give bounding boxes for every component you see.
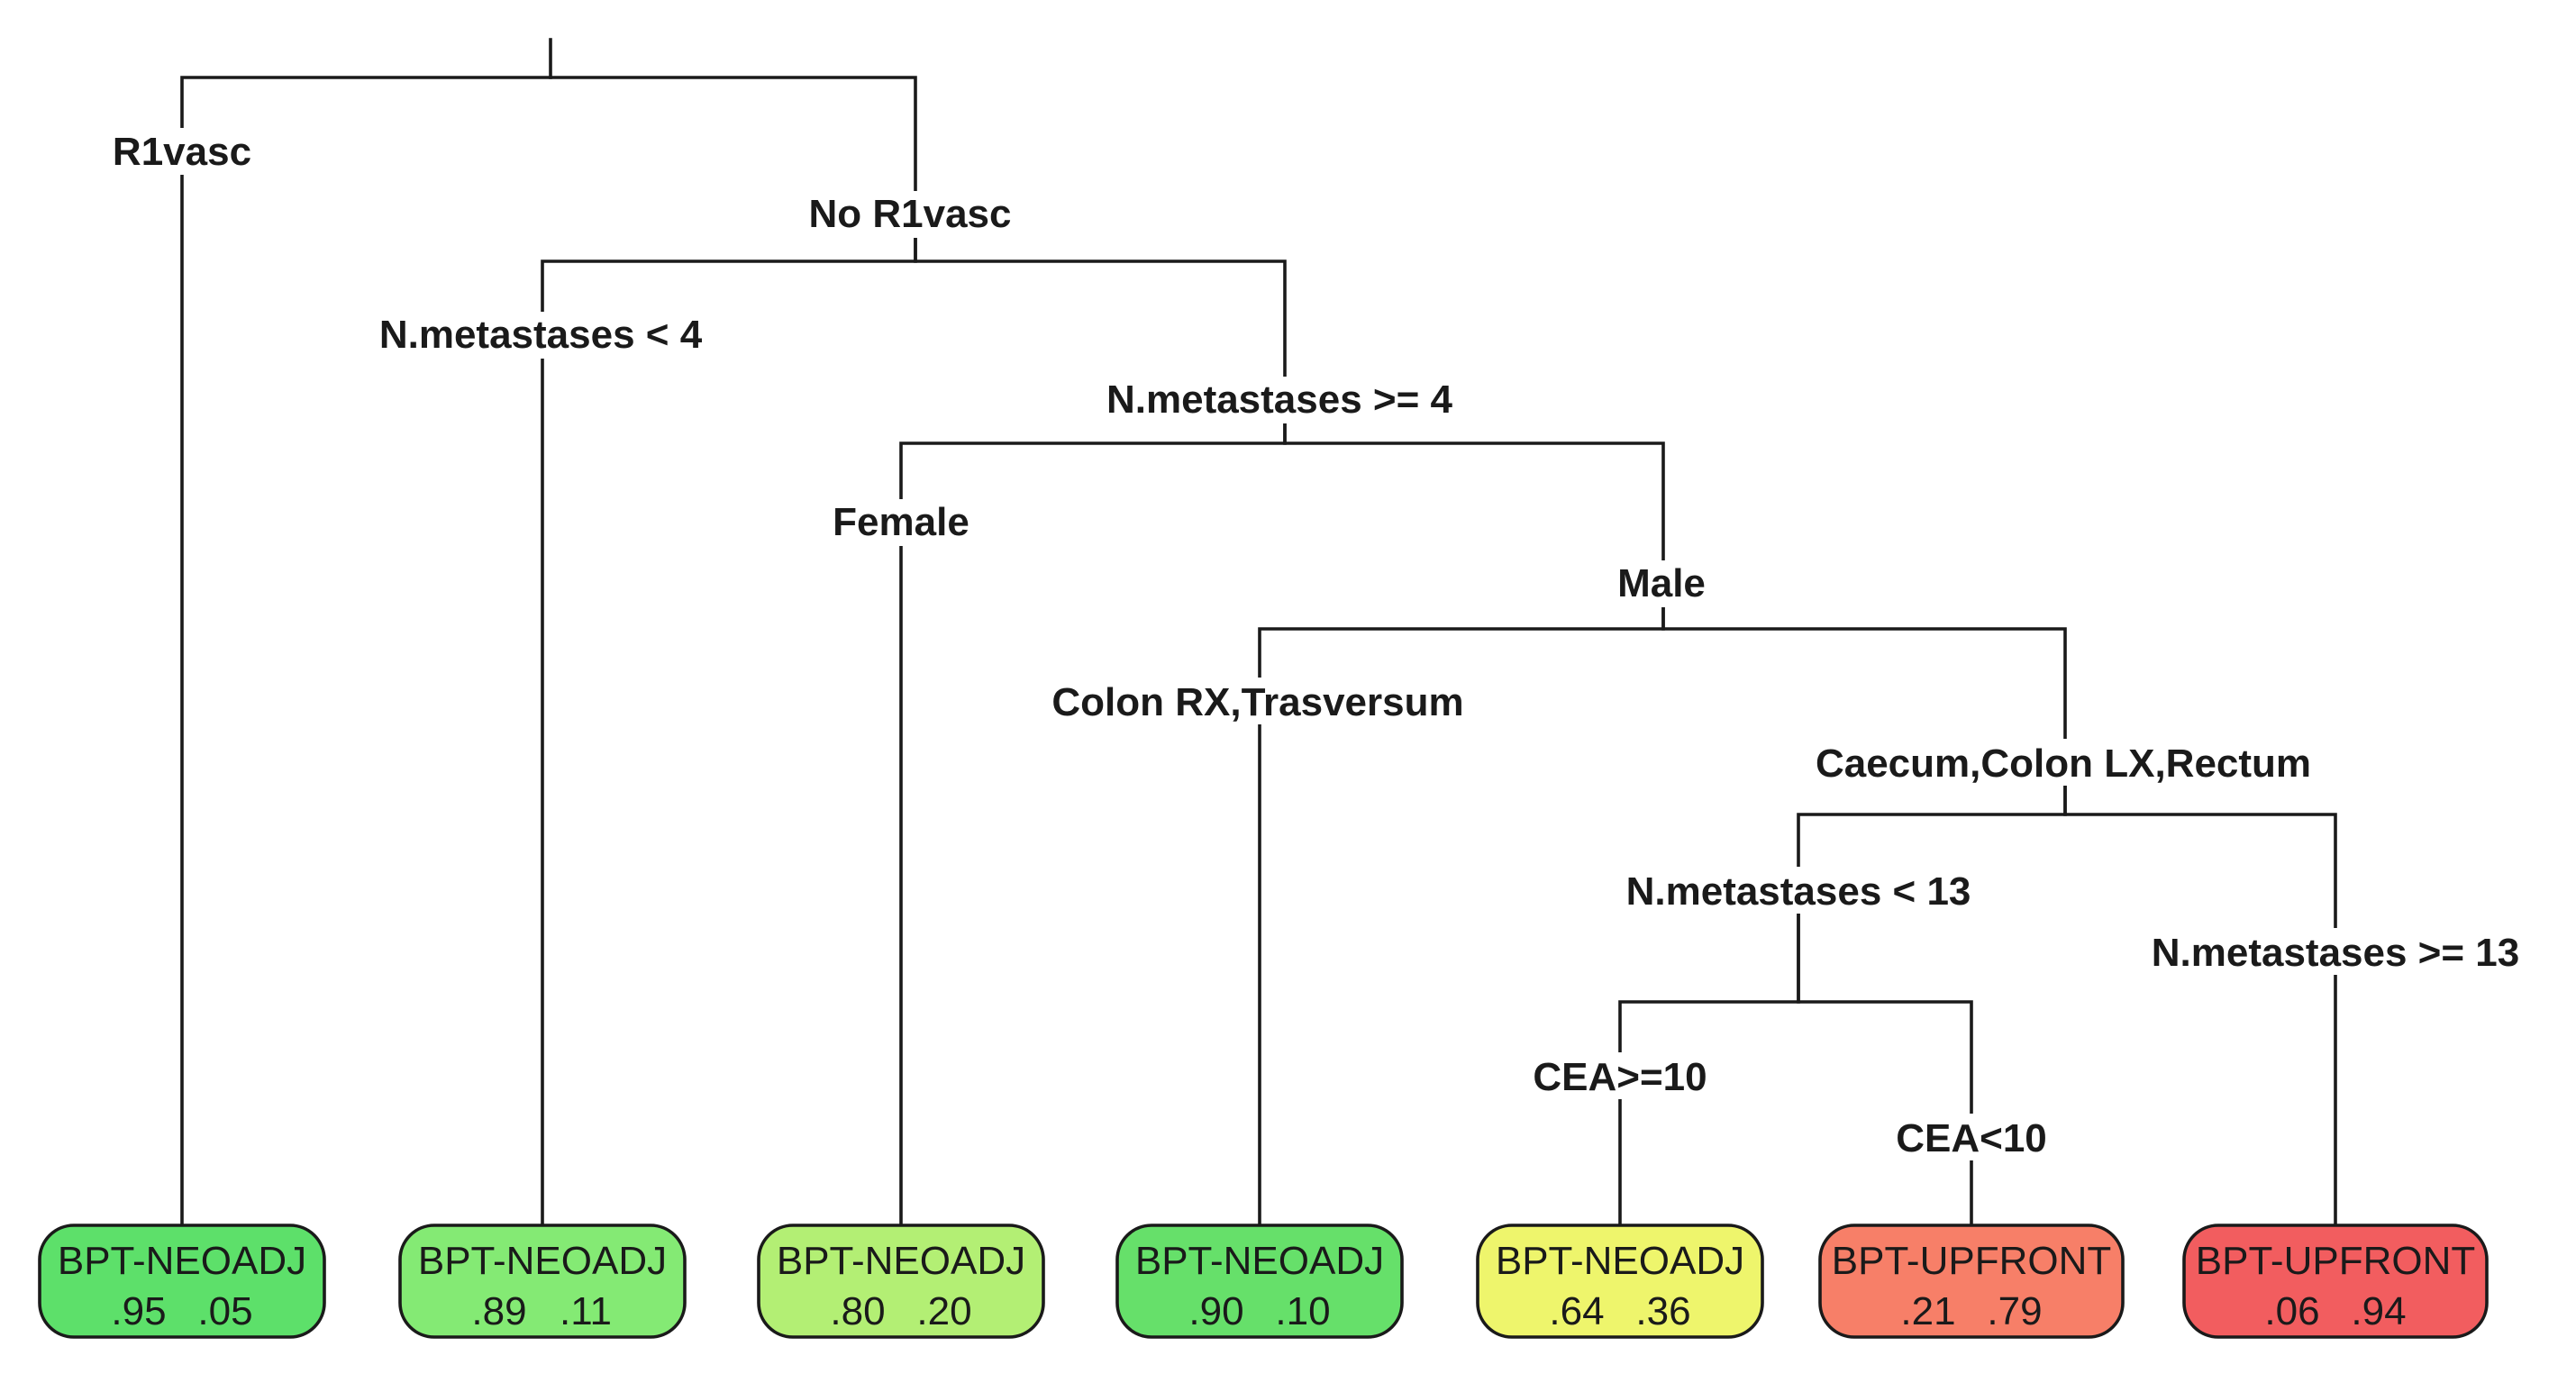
leaf-class-label: BPT-NEOADJ [418,1239,667,1283]
leaf-box [1115,1224,1404,1339]
leaf-prob-1: .06 [2264,1289,2319,1333]
leaf-prob-2: .05 [197,1289,252,1333]
leaf-prob-1: .90 [1188,1289,1243,1333]
leaf-1: BPT-NEOADJ .95 .05 [38,1224,326,1339]
leaf-class-label: BPT-NEOADJ [777,1239,1025,1283]
leaf-prob-1: .21 [1900,1289,1955,1333]
leaf-2: BPT-NEOADJ .89 .11 [398,1224,687,1339]
label-nmet-ge4: N.metastases >= 4 [1106,378,1453,422]
leaf-class-label: BPT-NEOADJ [1496,1239,1744,1283]
label-no-r1vasc: No R1vasc [808,192,1011,236]
edge-nmet-ge4-split [899,402,1665,1227]
edge-root-split [180,76,917,263]
leaf-prob-2: .11 [560,1289,612,1333]
leaf-7: BPT-UPFRONT .06 .94 [2182,1224,2489,1339]
label-cea-lt10: CEA<10 [1896,1116,2047,1160]
leaf-box [1476,1224,1764,1339]
leaf-class-label: BPT-NEOADJ [1135,1239,1384,1283]
leaf-box [757,1224,1045,1339]
leaf-4: BPT-NEOADJ .90 .10 [1115,1224,1404,1339]
leaf-prob-1: .89 [471,1289,526,1333]
leaf-prob-1: .80 [830,1289,885,1333]
label-nmet-lt13: N.metastases < 13 [1626,869,1971,914]
leaf-3: BPT-NEOADJ .80 .20 [757,1224,1045,1339]
leaf-prob-2: .20 [916,1289,971,1333]
label-r1vasc: R1vasc [113,130,251,174]
label-colon-rx: Colon RX,Trasversum [1051,680,1463,724]
label-caecum: Caecum,Colon LX,Rectum [1816,741,2311,786]
leaf-prob-2: .10 [1275,1289,1330,1333]
split-labels: R1vasc No R1vasc N.metastases < 4 N.meta… [101,128,2552,1160]
leaf-prob-1: .95 [111,1289,166,1333]
label-male: Male [1617,561,1706,605]
leaf-6: BPT-UPFRONT .21 .79 [1818,1224,2125,1339]
leaves: BPT-NEOADJ .95 .05 BPT-NEOADJ .89 .11 BP… [38,1224,2489,1339]
leaf-box [398,1224,687,1339]
label-nmet-ge13: N.metastases >= 13 [2152,931,2520,975]
leaf-class-label: BPT-UPFRONT [1832,1239,2111,1283]
edge-caecum-split [1797,766,2337,1227]
label-cea-ge10: CEA>=10 [1533,1055,1707,1099]
leaf-prob-2: .79 [1987,1289,2042,1333]
leaf-class-label: BPT-NEOADJ [58,1239,306,1283]
leaf-box [2182,1224,2489,1339]
label-female: Female [833,500,969,544]
tree-edges [180,38,2337,1227]
leaf-box [38,1224,326,1339]
leaf-class-label: BPT-UPFRONT [2196,1239,2475,1283]
leaf-5: BPT-NEOADJ .64 .36 [1476,1224,1764,1339]
leaf-box [1818,1224,2125,1339]
leaf-prob-2: .94 [2351,1289,2406,1333]
leaf-prob-1: .64 [1549,1289,1604,1333]
leaf-prob-2: .36 [1635,1289,1690,1333]
label-nmet-lt4: N.metastases < 4 [379,313,703,357]
